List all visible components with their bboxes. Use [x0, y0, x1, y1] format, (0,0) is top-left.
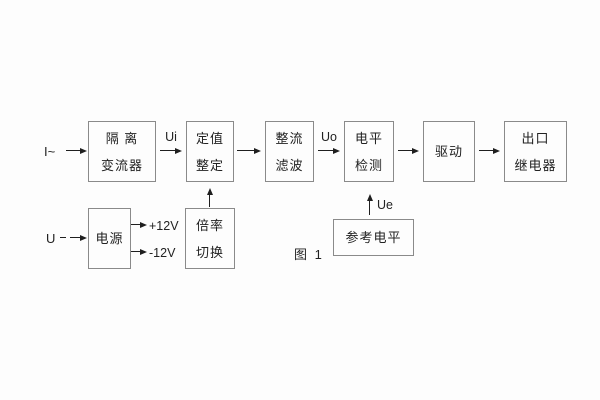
block-label-line: 变流器: [100, 157, 143, 173]
block-driver: 驱动: [423, 121, 475, 182]
arrow-detection-to-driver: [398, 150, 412, 152]
block-label-line: 整流: [275, 130, 304, 146]
signal-ui-label: Ui: [165, 130, 177, 144]
input-current-label: I~: [44, 144, 56, 159]
rail-plus12v-label: +12V: [149, 219, 179, 233]
block-label-line: 隔 离: [105, 130, 139, 146]
block-label-line: 电源: [95, 231, 124, 246]
arrow-driver-to-output-relay: [479, 150, 493, 152]
block-isolation-transformer: 隔 离 变流器: [88, 121, 156, 182]
block-level-detection: 电平 检测: [344, 121, 394, 182]
voltage-input-dash: [60, 237, 66, 239]
block-output-relay: 出口 继电器: [504, 121, 567, 182]
block-label-line: 驱动: [434, 144, 463, 159]
block-label-line: 继电器: [514, 157, 557, 173]
block-ratio-switching: 倍率 切换: [185, 208, 235, 269]
arrow-current-input: [66, 150, 80, 152]
block-label-line: 整定: [195, 157, 224, 173]
arrow-voltage-input: [70, 237, 80, 239]
block-reference-level: 参考电平: [333, 219, 414, 256]
block-label-line: 出口: [521, 130, 550, 146]
signal-uo-label: Uo: [321, 130, 337, 144]
block-label-line: 参考电平: [345, 230, 402, 245]
arrow-setting-to-rectifier: [237, 150, 254, 152]
block-label-line: 切换: [195, 244, 224, 260]
block-label-line: 检测: [354, 157, 383, 173]
arrow-ratio-to-setting: [209, 195, 211, 207]
block-label-line: 倍率: [195, 217, 224, 233]
block-setting-adjustment: 定值 整定: [186, 121, 234, 182]
block-rectifier-filter: 整流 滤波: [265, 121, 314, 182]
figure-caption: 图 1: [294, 247, 324, 262]
block-label-line: 电平: [354, 130, 383, 146]
arrow-minus12v-rail: [131, 251, 140, 253]
arrow-ue-to-level-detection: [369, 201, 371, 215]
arrow-plus12v-rail: [131, 224, 140, 226]
rail-minus12v-label: -12V: [149, 246, 176, 260]
arrow-uo-to-level-detection: [318, 150, 333, 152]
block-label-line: 滤波: [275, 157, 304, 173]
block-label-line: 定值: [195, 130, 224, 146]
block-power-supply: 电源: [88, 208, 131, 269]
input-voltage-label: U: [46, 231, 56, 246]
arrow-ui-to-setting: [160, 150, 175, 152]
signal-ue-label: Ue: [377, 198, 393, 212]
